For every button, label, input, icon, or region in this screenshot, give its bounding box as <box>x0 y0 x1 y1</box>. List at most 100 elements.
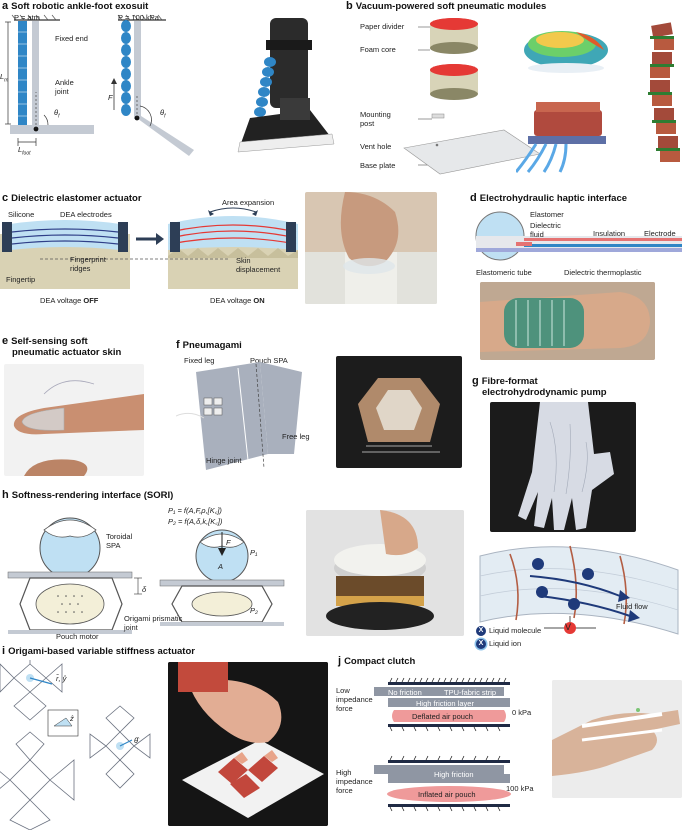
pneumatic-module-exploded <box>403 18 541 175</box>
label-area-expansion: Area expansion <box>222 198 275 207</box>
label-delta: δ <box>142 585 147 594</box>
pneumagami-diagram <box>176 362 302 470</box>
label-lm: L <box>0 72 5 81</box>
label-origami-joint: Origami prismatic joint <box>124 614 183 632</box>
label-h-force: F <box>226 538 231 547</box>
label-equation-2: P₂ = f(A,δ,k,[K꜀]) <box>168 517 223 526</box>
label-i-z: ẑ <box>70 714 74 723</box>
panel-title-a: Soft robotic ankle-foot exosuit <box>11 1 149 12</box>
panel-letter-a: a <box>2 0 9 12</box>
ehd-pump-diagram <box>479 545 679 635</box>
label-dielectric-thermoplastic: Dielectric thermoplastic <box>564 268 642 277</box>
dea-finger-photo <box>305 192 437 304</box>
label-voltage-off: OFF <box>83 296 99 305</box>
panel-letter-c: c <box>2 192 9 204</box>
label-elastomeric-tube: Elastomeric tube <box>476 268 532 277</box>
legend-molecule-icon: X <box>476 626 486 637</box>
glove-photo <box>490 402 636 532</box>
label-base-plate: Base plate <box>360 161 396 170</box>
finger-with-skin <box>13 380 144 476</box>
panel-title-e-2: pneumatic actuator skin <box>12 347 122 358</box>
panel-letter-g: g <box>472 375 479 387</box>
panel-title-e-1: Self-sensing soft <box>11 336 88 347</box>
label-theta2-sub: f <box>164 113 166 120</box>
label-fluid-flow: Fluid flow <box>616 602 648 611</box>
label-liquid-molecule: Liquid molecule <box>489 626 542 635</box>
label-fixed-end: Fixed end <box>55 34 88 43</box>
label-skin-displacement: Skin displacement <box>236 256 281 274</box>
haptic-finger-photo <box>480 282 655 360</box>
panel-letter-e: e <box>2 335 9 347</box>
sori-device-photo <box>306 510 464 636</box>
label-p-100kpa: P = 100 kPa <box>118 13 159 22</box>
label-voltage-off-prefix: DEA voltage <box>40 296 84 305</box>
panel-letter-i: i <box>2 645 6 657</box>
label-elastomer: Elastomer <box>530 210 564 219</box>
panel-title-d: Electrohydraulic haptic interface <box>479 193 628 204</box>
label-i-r-y: r̂, ŷ <box>56 674 67 683</box>
panel-title-i: Origami-based variable stiffness actuato… <box>8 646 195 657</box>
label-free-leg: Free leg <box>282 432 310 441</box>
panel-letter-b: b <box>346 0 353 12</box>
label-h-p2: P₂ <box>250 606 258 615</box>
ankle-exosuit-diagram <box>5 14 194 156</box>
origami-vsa-diagram <box>0 660 151 830</box>
label-fingertip: Fingertip <box>6 275 36 284</box>
label-lfoot: L <box>18 145 23 154</box>
label-force-f: F <box>108 93 113 102</box>
label-theta: θ <box>54 108 59 117</box>
panel-title-b: Vacuum-powered soft pneumatic modules <box>355 1 547 12</box>
label-hinge-joint: Hinge joint <box>206 456 242 465</box>
label-mounting-post: Mounting post <box>360 110 391 128</box>
label-insulation: Insulation <box>593 229 626 238</box>
panel-letter-f: f <box>176 339 180 351</box>
clutch-hand-photo <box>552 680 682 798</box>
sori-device-illustration <box>306 510 464 636</box>
clutch-hand-illustration <box>552 680 682 798</box>
label-electrode: Electrode <box>644 229 676 238</box>
label-zero-kpa: 0 kPa <box>512 708 532 717</box>
leg-illustration <box>237 18 335 153</box>
vsa-illustration <box>168 662 328 826</box>
label-dea-electrodes: DEA electrodes <box>60 210 112 219</box>
label-dielectric-fluid: Dielectric fluid <box>530 221 561 239</box>
label-foam-core: Foam core <box>360 45 396 54</box>
label-theta2: θ <box>160 108 165 117</box>
panel-title-c: Dielectric elastomer actuator <box>11 193 142 204</box>
label-high-friction: High friction <box>434 770 474 779</box>
label-h-area: A <box>218 562 224 571</box>
label-fingerprint-ridges: Fingerprint ridges <box>70 255 106 273</box>
legend-ion-icon: X <box>476 639 486 650</box>
panel-letter-j: j <box>338 655 342 667</box>
robot-illustration <box>358 378 440 453</box>
label-high-impedance: High impedance force <box>336 768 373 795</box>
panel-letter-d: d <box>470 192 477 204</box>
label-inflated-pouch: Inflated air pouch <box>418 790 476 799</box>
label-no-friction: No friction <box>388 688 422 697</box>
label-theta-sub: f <box>58 113 60 120</box>
label-fixed-leg: Fixed leg <box>184 356 215 365</box>
label-vent-hole: Vent hole <box>360 142 392 151</box>
clutch-diagram <box>374 677 511 812</box>
panel-title-g-1: Fibre-format <box>481 376 538 387</box>
electrohydraulic-diagram <box>475 211 682 261</box>
label-p-atm: P = atm <box>14 13 40 22</box>
label-lm-sub: m <box>4 77 9 84</box>
vsa-hand-photo <box>168 662 328 826</box>
label-silicone: Silicone <box>8 210 35 219</box>
sori-diagram <box>7 517 285 634</box>
label-i-theta: θ̂ <box>134 736 139 745</box>
label-ankle-joint: Ankle joint <box>55 78 74 96</box>
label-deflated-pouch: Deflated air pouch <box>412 712 473 721</box>
hand-illustration <box>518 402 614 530</box>
finger-on-dea <box>305 192 437 304</box>
label-pouch-spa: Pouch SPA <box>250 356 288 365</box>
simulation-and-photos <box>516 22 680 173</box>
finger-with-sleeve <box>480 282 655 360</box>
dea-diagram <box>0 207 298 289</box>
